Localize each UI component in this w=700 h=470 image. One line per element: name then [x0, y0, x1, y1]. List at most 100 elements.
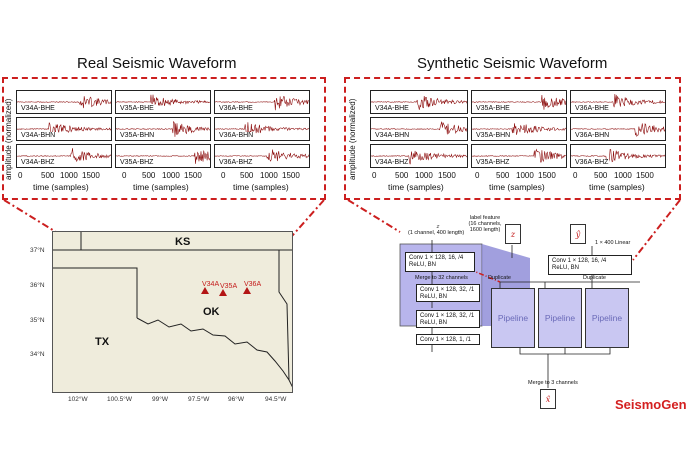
real-tick: 1500 [82, 171, 100, 180]
waveform-panel-label: V35A-BHN [119, 132, 156, 139]
waveform-panel-label: V35A-BHE [119, 105, 155, 112]
waveform-panel: V36A-BHN [570, 117, 666, 141]
duplicate-label-1: Duplicate [488, 275, 511, 281]
waveform-panel-label: V34A-BHZ [20, 159, 56, 166]
pipeline-block-1: Pipeline [491, 288, 535, 348]
waveform-panel: V34A-BHN [370, 117, 468, 141]
waveform-panel-label: V36A-BHN [218, 132, 255, 139]
station-label: V36A [244, 281, 262, 288]
waveform-panel-label: V36A-BHZ [218, 159, 254, 166]
waveform-panel-label: V34A-BHE [374, 105, 410, 112]
synthetic-tick: 0 [573, 171, 578, 180]
real-ylabel: amplitude (normalized) [4, 98, 13, 180]
waveform-panel: V34A-BHE [16, 90, 112, 114]
synthetic-ylabel: amplitude (normalized) [348, 98, 357, 180]
synthetic-tick: 500 [496, 171, 510, 180]
duplicate-label-2: Duplicate [583, 275, 606, 281]
real-tick: 1000 [60, 171, 78, 180]
lon-label: 99°W [152, 396, 168, 403]
state-label-tx: TX [95, 336, 110, 348]
waveform-panel-label: V36A-BHE [574, 105, 610, 112]
synthetic-tick: 0 [372, 171, 377, 180]
synthetic-tick: 0 [475, 171, 480, 180]
synthetic-tick: 1000 [415, 171, 433, 180]
lat-label: 35°N [30, 317, 45, 324]
real-tick: 500 [240, 171, 254, 180]
waveform-panel-label: V36A-BHN [574, 132, 611, 139]
waveform-panel-label: V34A-BHE [20, 105, 56, 112]
synthetic-tick: 1000 [516, 171, 534, 180]
waveform-panel: V36A-BHZ [570, 144, 666, 168]
waveform-panel: V35A-BHE [471, 90, 567, 114]
lon-label: 94.5°W [265, 396, 287, 403]
conv-block-2: Conv 1 × 128, 32, /1 ReLU, BN [416, 284, 480, 302]
synthetic-tick: 500 [594, 171, 608, 180]
seismogen-brand: SeismoGen [615, 397, 687, 412]
lat-label: 34°N [30, 351, 45, 358]
y-symbol-box: ŷ [570, 224, 586, 244]
synthetic-waveform-title: Synthetic Seismic Waveform [417, 55, 608, 72]
real-xlabel: time (samples) [133, 182, 189, 192]
pipeline-block-3: Pipeline [585, 288, 629, 348]
merge-32-label: Merge to 32 channels [415, 275, 468, 281]
merge-3-label: Merge to 3 channels [528, 380, 578, 386]
z-symbol: z [436, 224, 440, 230]
synthetic-xlabel: time (samples) [589, 182, 645, 192]
waveform-panel: V36A-BHE [570, 90, 666, 114]
lon-label: 102°W [68, 396, 88, 403]
waveform-panel: V35A-BHN [471, 117, 567, 141]
label-feature-text: label feature (16 channels, 1600 length) [468, 215, 502, 233]
real-tick: 500 [41, 171, 55, 180]
synthetic-tick: 1500 [538, 171, 556, 180]
waveform-panel: V34A-BHZ [16, 144, 112, 168]
waveform-panel-label: V34A-BHN [20, 132, 57, 139]
real-xlabel: time (samples) [233, 182, 289, 192]
real-tick: 0 [122, 171, 127, 180]
waveform-panel: V34A-BHN [16, 117, 112, 141]
station-label: V35A [220, 283, 238, 290]
waveform-panel-label: V35A-BHZ [475, 159, 511, 166]
lon-label: 96°W [228, 396, 244, 403]
z-label: z (1 channel, 400 length) [408, 224, 464, 236]
lat-label: 37°N [30, 247, 45, 254]
real-tick: 1000 [260, 171, 278, 180]
conv-block-right: Conv 1 × 128, 16, /4 ReLU, BN [548, 255, 632, 275]
synthetic-waveform-frame [344, 77, 681, 200]
synthetic-tick: 500 [395, 171, 409, 180]
state-label-ks: KS [175, 236, 191, 248]
station-label: V34A [202, 281, 220, 288]
lon-label: 97.5°W [188, 396, 210, 403]
synthetic-tick: 1500 [636, 171, 654, 180]
real-waveform-frame [2, 77, 326, 200]
waveform-panel: V35A-BHE [115, 90, 211, 114]
waveform-panel: V35A-BHZ [115, 144, 211, 168]
waveform-panel-label: V35A-BHE [475, 105, 511, 112]
real-tick: 500 [142, 171, 156, 180]
waveform-panel: V34A-BHE [370, 90, 468, 114]
waveform-panel: V36A-BHN [214, 117, 310, 141]
synthetic-xlabel: time (samples) [489, 182, 545, 192]
waveform-panel: V34A-BHZ [370, 144, 468, 168]
waveform-panel: V35A-BHN [115, 117, 211, 141]
z-shape: (1 channel, 400 length) [408, 230, 465, 236]
waveform-panel: V36A-BHZ [214, 144, 310, 168]
waveform-panel-label: V34A-BHN [374, 132, 411, 139]
lon-label: 100.5°W [107, 396, 133, 403]
real-tick: 0 [18, 171, 23, 180]
real-waveform-grid: V34A-BHE V35A-BHE V36A-BHE V34A-BHN V35A-BHN… [16, 90, 314, 170]
waveform-panel-label: V35A-BHZ [119, 159, 155, 166]
state-label-ok: OK [203, 306, 220, 318]
waveform-panel: V35A-BHZ [471, 144, 567, 168]
linear-label: 1 × 400 Linear [595, 240, 631, 246]
waveform-panel: V36A-BHE [214, 90, 310, 114]
conv-block-3: Conv 1 × 128, 32, /1 ReLU, BN [416, 310, 480, 328]
lat-label: 36°N [30, 282, 45, 289]
synthetic-xlabel: time (samples) [388, 182, 444, 192]
real-xlabel: time (samples) [33, 182, 89, 192]
real-waveform-title: Real Seismic Waveform [77, 55, 237, 72]
waveform-panel-label: V34A-BHZ [374, 159, 410, 166]
conv-block-1: Conv 1 × 128, 16, /4 ReLU, BN [405, 252, 475, 272]
synthetic-waveform-grid: V34A-BHE V35A-BHE V36A-BHE V34A-BHN V35A-BHN… [370, 90, 670, 170]
synthetic-tick: 1000 [614, 171, 632, 180]
waveform-panel-label: V36A-BHZ [574, 159, 610, 166]
